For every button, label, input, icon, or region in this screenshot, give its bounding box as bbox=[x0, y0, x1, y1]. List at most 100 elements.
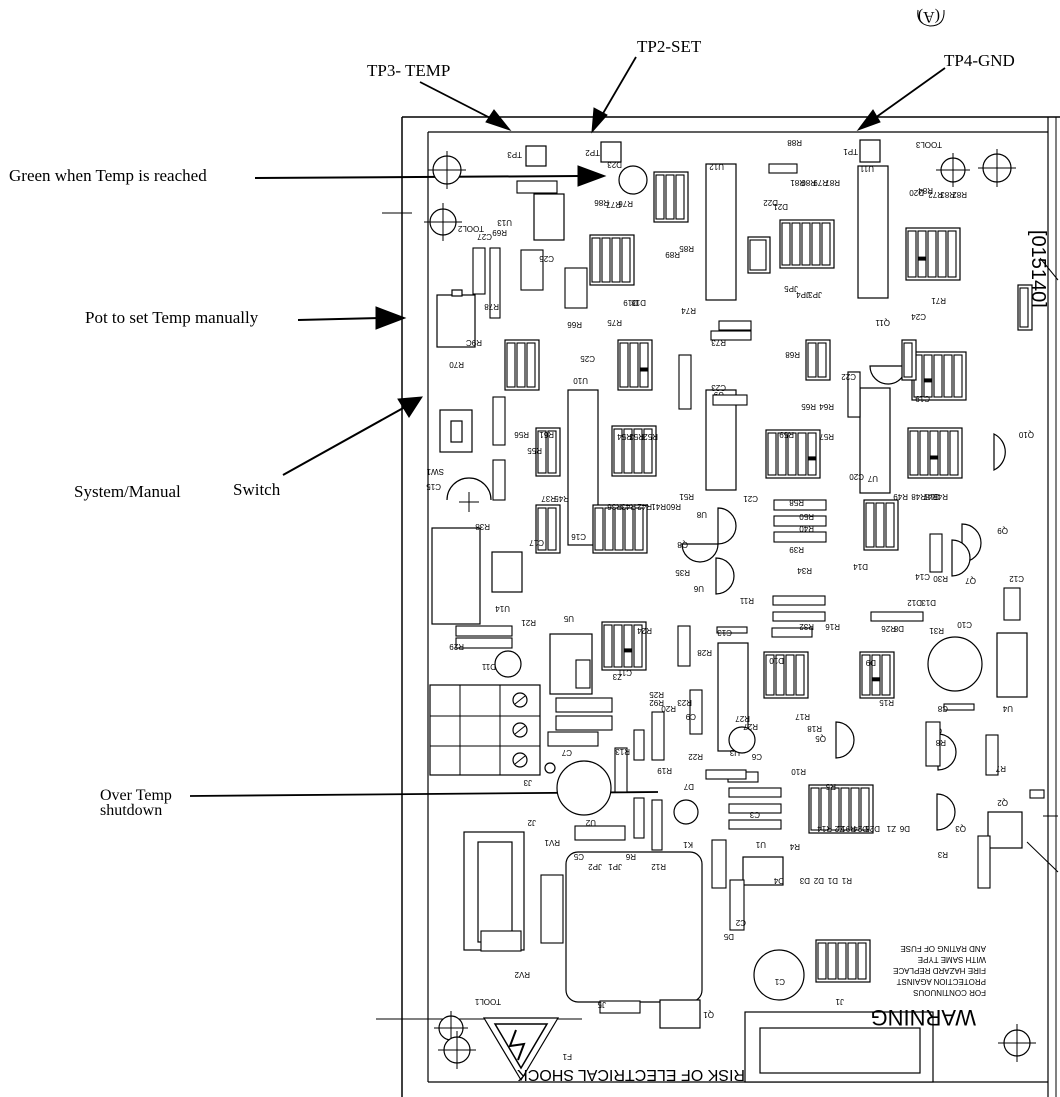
ic-u9 bbox=[705, 389, 737, 491]
label-r6: R6 bbox=[625, 852, 636, 861]
label-r18: R18 bbox=[807, 724, 822, 733]
resistor-cluster-19 bbox=[1017, 284, 1033, 331]
label-r58: R58 bbox=[789, 498, 804, 507]
svg-text:U13: U13 bbox=[497, 218, 512, 227]
led-d23: D23 bbox=[607, 160, 648, 195]
resistor-cluster-17 bbox=[815, 939, 871, 983]
callout-tp4-gnd: TP4-GND bbox=[944, 51, 1015, 70]
svg-text:Q3: Q3 bbox=[955, 824, 966, 833]
resistor-arrays bbox=[504, 171, 1033, 983]
svg-text:U12: U12 bbox=[709, 162, 724, 171]
resistor-v-7 bbox=[689, 689, 703, 735]
resistor-h-18 bbox=[705, 769, 747, 780]
label-r54: R54 bbox=[617, 432, 632, 441]
pot-r70: R70 bbox=[436, 289, 476, 369]
tp3-pad bbox=[525, 145, 547, 167]
label-r72: R72 bbox=[928, 190, 943, 199]
label-r36: R36 bbox=[607, 502, 622, 511]
test-points: TP3 TP2 TP1 TOOL3 TOOL2 TOOL1 bbox=[457, 139, 942, 1006]
resistor-v-10 bbox=[651, 799, 663, 851]
label-r52: R52 bbox=[643, 432, 658, 441]
resistor-v-15 bbox=[985, 734, 999, 776]
ic-u4 bbox=[996, 632, 1028, 698]
resistor-h-23 bbox=[480, 930, 522, 952]
label-r65: R65 bbox=[801, 402, 816, 411]
svg-text:TOOL2: TOOL2 bbox=[457, 224, 484, 233]
capacitor-c10: C10 bbox=[927, 620, 983, 692]
label-r9c: R9C bbox=[466, 338, 482, 347]
mounting-holes bbox=[424, 149, 1036, 1069]
label-r76: R76 bbox=[618, 199, 633, 208]
callout-system-manual: System/Manual bbox=[74, 482, 181, 501]
resistor-cluster-2 bbox=[779, 219, 835, 269]
label-r19: R19 bbox=[657, 766, 672, 775]
label-r3: R3 bbox=[937, 850, 948, 859]
resistor-cluster-14 bbox=[763, 651, 809, 699]
label-r84: R84 bbox=[918, 186, 933, 195]
label-r39: R39 bbox=[789, 545, 804, 554]
resistor-cluster-10 bbox=[611, 425, 657, 477]
svg-text:U10: U10 bbox=[573, 376, 588, 385]
resistor-h-7 bbox=[773, 531, 827, 543]
label-r16: R16 bbox=[825, 622, 840, 631]
svg-text:U11: U11 bbox=[859, 164, 874, 173]
label-r81: R81 bbox=[790, 178, 805, 187]
label-r60: R60 bbox=[666, 502, 681, 511]
resistor-v-4 bbox=[678, 354, 692, 410]
resistor-h-22 bbox=[574, 825, 626, 841]
resistor-cluster-6 bbox=[765, 429, 821, 479]
connector-j1: J1 bbox=[744, 997, 934, 1083]
label-d5: D5 bbox=[723, 932, 734, 941]
svg-text:C7: C7 bbox=[561, 748, 572, 757]
label-d10: D10 bbox=[769, 656, 784, 665]
resistor-cluster-0 bbox=[653, 171, 689, 223]
svg-text:J3: J3 bbox=[523, 778, 532, 787]
label-r55: R55 bbox=[527, 446, 542, 455]
label-r38: R38 bbox=[475, 522, 490, 531]
label-c2: C2 bbox=[735, 918, 746, 927]
label-r80: R80 bbox=[801, 178, 816, 187]
label-r61: R61 bbox=[539, 430, 554, 439]
resistor-v-16 bbox=[977, 835, 991, 889]
ic-u13 bbox=[533, 193, 565, 241]
pcb-board bbox=[401, 116, 1060, 1097]
label-r12: R12 bbox=[651, 862, 666, 871]
resistor-h-27 bbox=[1029, 789, 1045, 799]
label-r45: R45 bbox=[554, 494, 569, 503]
label-rv1: RV1 bbox=[544, 838, 560, 847]
relay-k1: K1 bbox=[565, 840, 703, 1003]
ic-u12 bbox=[705, 163, 737, 301]
connector-left-block bbox=[431, 527, 481, 625]
resistor-h-2 bbox=[718, 320, 752, 331]
label-r92: R92 bbox=[649, 698, 664, 707]
resistor-v-9 bbox=[633, 797, 645, 839]
label-d9: D9 bbox=[865, 658, 876, 667]
label-r11: R11 bbox=[739, 596, 754, 605]
resistor-h-10 bbox=[771, 627, 813, 638]
label-jp4: JP4 bbox=[796, 290, 810, 299]
svg-text:U6: U6 bbox=[693, 584, 704, 593]
resistor-h-11 bbox=[870, 611, 924, 622]
svg-text:D23: D23 bbox=[607, 160, 622, 169]
label-c27: C27 bbox=[477, 232, 492, 241]
resistor-v-8 bbox=[614, 747, 628, 793]
label-c11: C11 bbox=[617, 668, 632, 677]
label-c17: C17 bbox=[529, 538, 544, 547]
mounting-hole-tool3 bbox=[936, 153, 970, 187]
svg-text:FIRE HAZARD REPLACE: FIRE HAZARD REPLACE bbox=[893, 966, 986, 975]
svg-text:C15: C15 bbox=[426, 482, 441, 491]
label-r59: R59 bbox=[779, 430, 794, 439]
label-r27: R27 bbox=[743, 722, 758, 731]
label-r41: R41 bbox=[651, 502, 666, 511]
label-r35: R35 bbox=[675, 568, 690, 577]
resistor-h-5 bbox=[773, 499, 827, 511]
label-r26: R26 bbox=[881, 624, 896, 633]
label-r82: R82 bbox=[952, 190, 967, 199]
label-d4: D4 bbox=[773, 876, 784, 885]
resistor-cluster-3 bbox=[905, 227, 961, 281]
resistor-v-1 bbox=[489, 247, 501, 319]
label-r66: R66 bbox=[567, 320, 582, 329]
resistor-h-25 bbox=[716, 626, 748, 634]
mounting-hole-top-left bbox=[428, 151, 466, 189]
svg-text:TOOL1: TOOL1 bbox=[474, 997, 501, 1006]
